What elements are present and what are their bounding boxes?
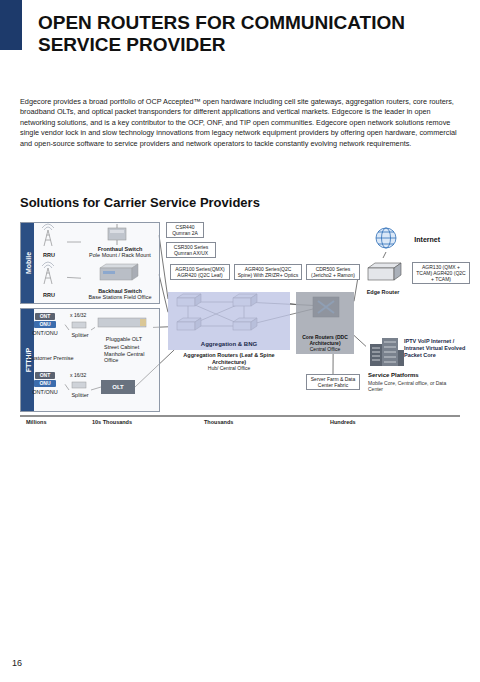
device-badge: ONT bbox=[35, 372, 56, 379]
device-node: Fronthaul SwitchPole Mount / Rack Mount bbox=[81, 225, 159, 259]
spec-box: CSR440 Qumran 2A bbox=[166, 222, 204, 238]
device-badge: ONT bbox=[35, 313, 56, 320]
spec-box: CDR500 Series (Jericho2 + Ramon) bbox=[306, 264, 360, 280]
scale-axis bbox=[20, 415, 460, 416]
device-node: OLT bbox=[101, 380, 135, 394]
device-label: ONT/ONU bbox=[32, 330, 57, 336]
location-note: Customer Premise bbox=[28, 355, 88, 361]
spec-text: AGR130 (QMX + TCAM) AGR420 (Q2C + TCAM) bbox=[415, 264, 467, 282]
device-badge: ONU bbox=[34, 321, 55, 328]
platform-title: Service Platforms bbox=[368, 372, 464, 378]
connector-line bbox=[383, 252, 386, 258]
spec-text: CDR500 Series (Jericho2 + Ramon) bbox=[309, 266, 357, 278]
scale-label: 10s Thousands bbox=[92, 419, 172, 425]
internet-globe bbox=[376, 228, 396, 248]
device-label: Splitter bbox=[71, 392, 88, 399]
spec-text: CSR440 Qumran 2A bbox=[169, 224, 201, 236]
connector-line bbox=[354, 277, 358, 301]
device-label: RRU bbox=[43, 252, 55, 259]
device-label: Fronthaul Switch bbox=[98, 246, 143, 253]
split-ratio: x 16/32 bbox=[70, 372, 100, 378]
device-label: Backhaul Switch bbox=[98, 288, 142, 295]
region-heading: Aggregation & BNG bbox=[168, 341, 290, 347]
band-strip: Mobile bbox=[21, 223, 34, 303]
scale-label: Hundreds bbox=[330, 419, 390, 425]
region-heading: Core Routers (DDC Architecture) bbox=[298, 334, 352, 346]
connector-line bbox=[333, 354, 334, 374]
edge-router-icon bbox=[394, 263, 401, 280]
section-heading: Solutions for Carrier Service Providers bbox=[20, 195, 440, 210]
device-node: RRU bbox=[31, 263, 67, 299]
connector-line bbox=[159, 274, 168, 312]
edge-router-icon bbox=[368, 268, 394, 280]
device-label: OLT bbox=[112, 384, 124, 390]
service-building-icon bbox=[372, 342, 396, 362]
spec-text: AGR400 Series(Q2C Spine) With ZR/ZR+ Opt… bbox=[237, 266, 299, 278]
device-node: RRU bbox=[31, 225, 67, 259]
spec-box: AGR100 Series(QMX) AGR420 (Q2C Leaf) bbox=[170, 264, 230, 280]
node-label: Internet bbox=[414, 236, 440, 243]
region-caption: Aggregation Routers (Leaf & Spine Archit… bbox=[168, 352, 290, 371]
device-node: Pluggable OLT bbox=[95, 317, 153, 343]
device-label: Edge Router bbox=[367, 289, 400, 296]
spec-text: AGR100 Series(QMX) AGR420 (Q2C Leaf) bbox=[173, 266, 227, 278]
split-ratio: x 16/32 bbox=[70, 312, 100, 318]
device-node: Splitter bbox=[69, 321, 91, 339]
service-building-icon bbox=[370, 344, 382, 366]
region-box: Aggregation & BNGAggregation Routers (Le… bbox=[168, 292, 290, 350]
connector-line bbox=[354, 335, 366, 346]
service-building-icon bbox=[370, 338, 404, 366]
spec-text: Server Farm & Data Center Fabric bbox=[309, 376, 357, 388]
internet-globe bbox=[376, 238, 396, 239]
device-node: ONTONU ONT/ONU bbox=[25, 312, 65, 348]
service-building-icon bbox=[398, 350, 404, 366]
device-badge: ONU bbox=[34, 380, 55, 387]
device-label: Pole Mount / Rack Mount bbox=[89, 252, 151, 259]
spec-box: AGR130 (QMX + TCAM) AGR420 (Q2C + TCAM) bbox=[412, 262, 470, 284]
page-title: OPEN ROUTERS FOR COMMUNICATION SERVICE P… bbox=[38, 12, 458, 56]
edge-router-icon bbox=[368, 263, 401, 280]
device-node: ONTONU ONT/ONU bbox=[25, 371, 65, 409]
platform-text: IPTV VoIP Internet / Intranet Virtual Ev… bbox=[404, 338, 466, 359]
connector-line bbox=[354, 277, 358, 301]
internet-globe bbox=[378, 232, 394, 244]
platform-text: Mobile Core, Central office, or Data Cen… bbox=[368, 380, 460, 392]
region-box: Core Routers (DDC Architecture)Central O… bbox=[296, 292, 354, 354]
device-label: Base Stations Field Office bbox=[88, 294, 151, 301]
scale-label: Thousands bbox=[204, 419, 264, 425]
region-box: MobileRRURRUFronthaul SwitchPole Mount /… bbox=[20, 222, 160, 304]
region-note: Central Office bbox=[310, 346, 340, 352]
device-label: ONT/ONU bbox=[32, 389, 57, 395]
device-node: Backhaul SwitchBase Stations Field Offic… bbox=[81, 263, 159, 301]
location-note: Street Cabinet Manhole Central Office bbox=[104, 344, 148, 364]
title-bar bbox=[0, 0, 22, 50]
spec-box: AGR400 Series(Q2C Spine) With ZR/ZR+ Opt… bbox=[234, 264, 302, 280]
scale-label: Millions bbox=[26, 419, 86, 425]
device-node: IPTV VoIP Internet / Intranet Virtual Ev… bbox=[366, 334, 466, 396]
device-node: Splitter bbox=[69, 381, 91, 399]
device-label: RRU bbox=[43, 292, 55, 299]
band-label: Mobile bbox=[24, 252, 31, 274]
spec-text: CSR300 Series Qumran AX/UX bbox=[169, 244, 213, 256]
device-node: Edge Router bbox=[358, 258, 408, 296]
spec-box: CSR300 Series Qumran AX/UX bbox=[166, 242, 216, 258]
device-label: Pluggable OLT bbox=[106, 336, 142, 343]
device-label: Splitter bbox=[71, 332, 88, 339]
device-node: Internet bbox=[372, 226, 442, 252]
internet-globe bbox=[376, 228, 396, 248]
spec-box: Server Farm & Data Center Fabric bbox=[306, 374, 360, 390]
intro-paragraph: Edgecore provides a broad portfolio of O… bbox=[20, 97, 460, 149]
connector-line bbox=[354, 335, 366, 346]
page-number: 16 bbox=[12, 658, 42, 668]
connector-line bbox=[159, 274, 168, 312]
connector-line bbox=[383, 252, 386, 258]
region-note: Hub/ Central Office bbox=[183, 365, 275, 371]
connector-line bbox=[333, 354, 334, 374]
region-title: Aggregation Routers (Leaf & Spine Archit… bbox=[183, 352, 275, 365]
